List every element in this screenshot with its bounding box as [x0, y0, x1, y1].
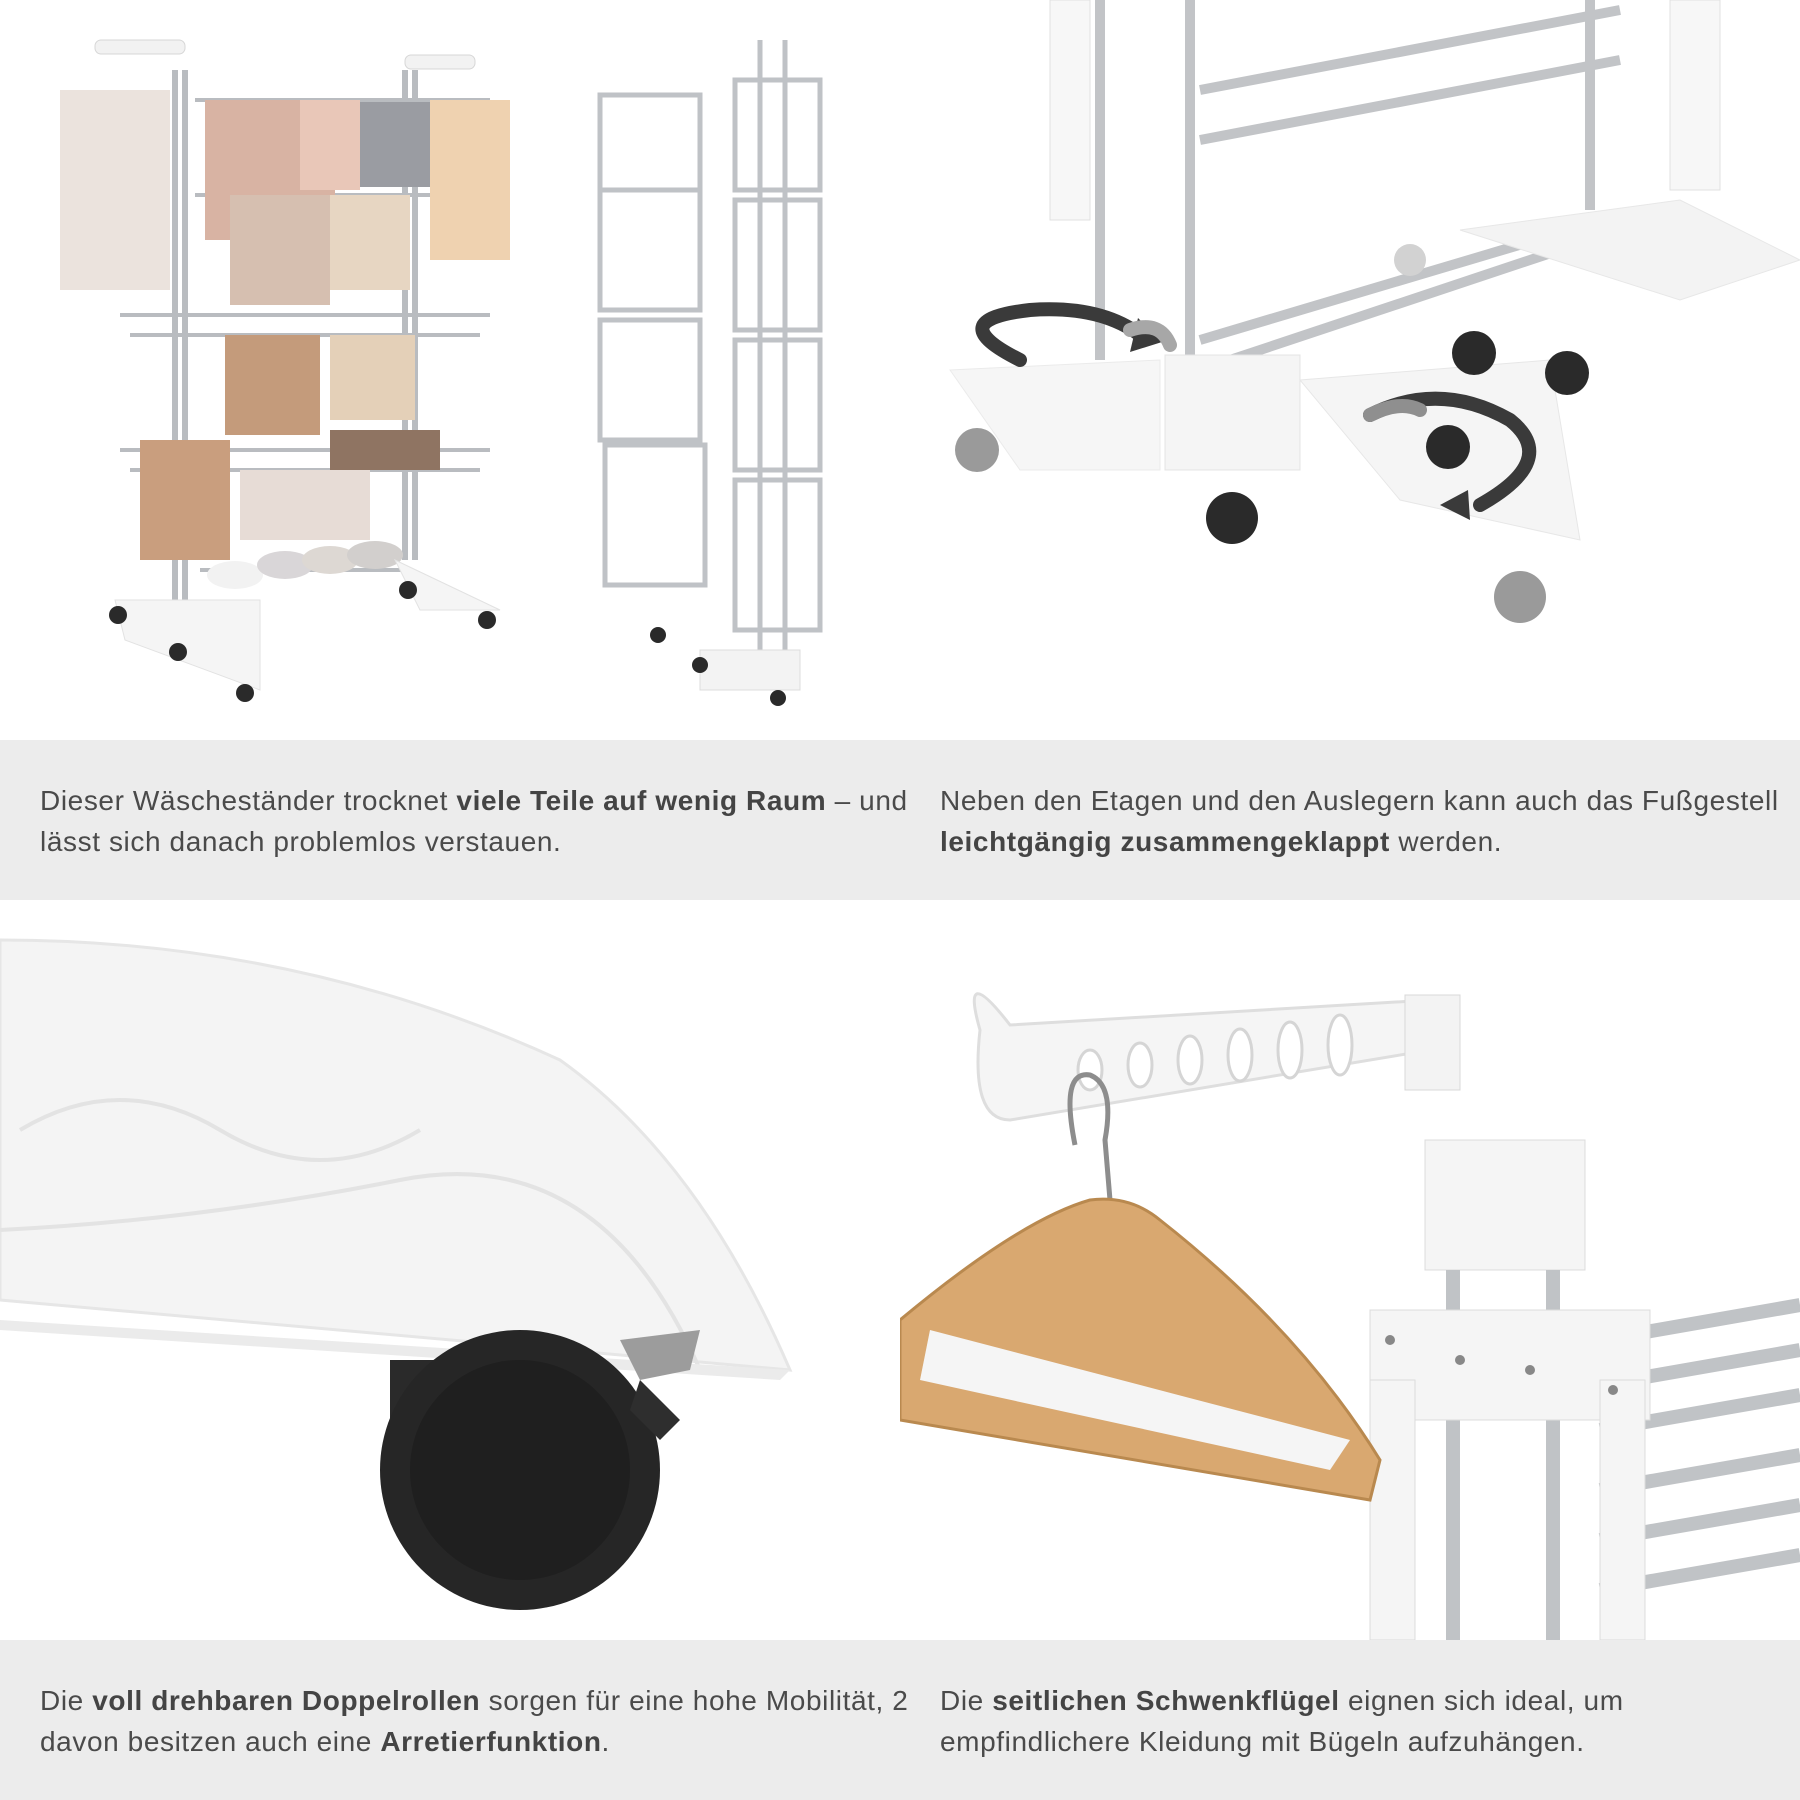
shoes-row [207, 541, 403, 589]
caption-text: sorgen für eine hohe Mobilität, 2 davon … [40, 1685, 909, 1757]
wheel [169, 643, 187, 661]
pivot-cylinder [1404, 994, 1461, 1091]
caption-text: Die [40, 1685, 93, 1716]
caption-swing-wings: Die seitlichen Schwenkflügel eignen sich… [940, 1680, 1800, 1762]
drying-rack-illustration [60, 39, 823, 706]
tshirt-garment [360, 102, 430, 187]
white-foot-housing [0, 938, 793, 1372]
wheel [955, 428, 999, 472]
caption-foldable-base: Neben den Etagen und den Auslegern kann … [940, 780, 1800, 862]
caption-text: Die [940, 1685, 993, 1716]
caption-text: . [601, 1726, 610, 1757]
bottom-caption-band [0, 1640, 1800, 1800]
caption-text: werden. [1389, 826, 1503, 857]
caption-highlight: voll drehbaren Doppelrollen [92, 1685, 481, 1716]
folded-drying-rack [597, 40, 823, 680]
caption-text: Dieser Wäscheständer trocknet [40, 785, 457, 816]
center-joint [1164, 354, 1301, 471]
swing-wing-photo [900, 900, 1800, 1640]
caption-caster-wheels: Die voll drehbaren Doppelrollen sorgen f… [40, 1680, 920, 1762]
shirt-on-hanger [60, 90, 170, 290]
hanger-hook [1067, 1072, 1113, 1201]
caption-text: – und lässt sich danach problemlos verst… [40, 785, 908, 857]
wheel [478, 611, 496, 629]
caption-text: eignen sich ideal, um empfindlichere Kle… [940, 1685, 1624, 1757]
wheel [1426, 425, 1470, 469]
wheel [109, 606, 127, 624]
upper-joint [1424, 1139, 1586, 1271]
wheel [1206, 492, 1258, 544]
brake-pedal [620, 1330, 700, 1380]
side-panel [1049, 0, 1091, 221]
top-caption-band [0, 740, 1800, 900]
wheel [1452, 331, 1496, 375]
rack-open-and-folded-photo [0, 0, 900, 740]
wheel [399, 581, 417, 599]
caption-highlight: viele Teile auf wenig Raum [456, 785, 827, 816]
caster-wheel-photo [0, 900, 900, 1640]
caster-wheel-illustration [0, 938, 793, 1610]
caption-text: Neben den Etagen und den Auslegern kann … [940, 785, 1779, 816]
folding-base-illustration [949, 0, 1800, 623]
curved-arrow-icon [1363, 391, 1537, 520]
curved-arrow-icon [975, 302, 1177, 367]
base-folding-photo [900, 0, 1800, 740]
caption-space-saving: Dieser Wäscheständer trocknet viele Teil… [40, 780, 920, 862]
wheel [1545, 351, 1589, 395]
blouse-garment [430, 100, 510, 260]
caption-highlight: seitlichen Schwenkflügel [992, 1685, 1340, 1716]
swing-wing-illustration [900, 992, 1800, 1640]
wheel [1494, 571, 1546, 623]
wheel [236, 684, 254, 702]
folding-foot [949, 359, 1161, 471]
steel-rods [1095, 0, 1622, 365]
caption-highlight: Arretierfunktion [380, 1726, 602, 1757]
caption-highlight: leichtgängig zusammengeklappt [940, 826, 1390, 857]
